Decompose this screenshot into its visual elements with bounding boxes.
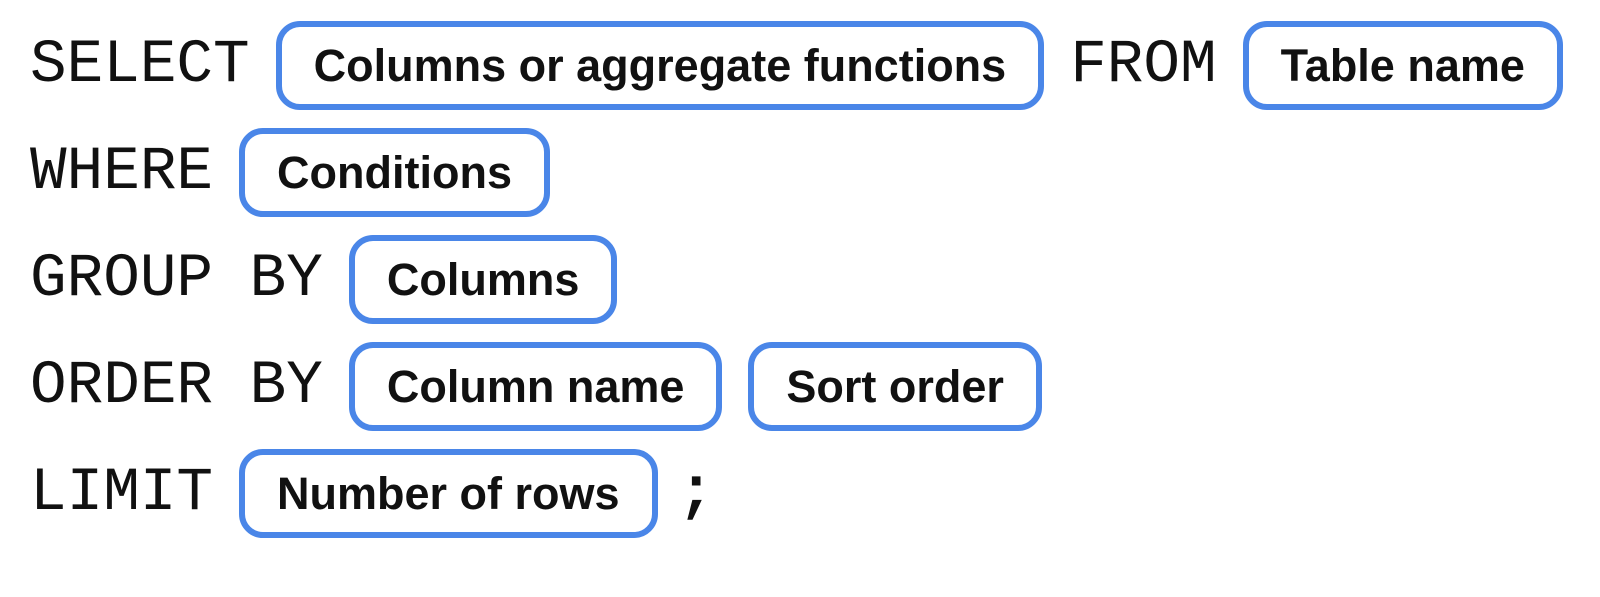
pill-table-name: Table name bbox=[1242, 21, 1563, 110]
syntax-row-select: SELECT Columns or aggregate functions FR… bbox=[30, 20, 1580, 111]
pill-sort-order: Sort order bbox=[748, 342, 1042, 431]
pill-conditions: Conditions bbox=[239, 128, 550, 217]
syntax-row-order-by: ORDER BY Column name Sort order bbox=[30, 341, 1580, 432]
pill-columns-or-aggregate-functions: Columns or aggregate functions bbox=[275, 21, 1045, 110]
sql-keyword-order-by: ORDER BY bbox=[30, 352, 323, 421]
sql-keyword-limit: LIMIT bbox=[30, 459, 214, 528]
sql-keyword-group-by: GROUP BY bbox=[30, 245, 323, 314]
pill-number-of-rows: Number of rows bbox=[239, 449, 658, 538]
syntax-row-group-by: GROUP BY Columns bbox=[30, 234, 1580, 325]
sql-keyword-select: SELECT bbox=[30, 31, 250, 100]
sql-keyword-where: WHERE bbox=[30, 138, 214, 207]
syntax-row-where: WHERE Conditions bbox=[30, 127, 1580, 218]
statement-terminator-semicolon: ; bbox=[677, 459, 715, 528]
sql-keyword-from: FROM bbox=[1070, 31, 1217, 100]
pill-columns: Columns bbox=[348, 235, 618, 324]
pill-column-name: Column name bbox=[348, 342, 723, 431]
syntax-row-limit: LIMIT Number of rows ; bbox=[30, 448, 1580, 539]
